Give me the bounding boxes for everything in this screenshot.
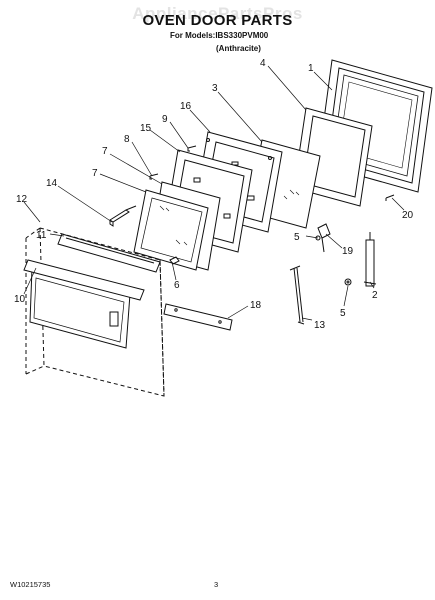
callout-19: 19 xyxy=(342,246,354,257)
part-13-hinge-rod xyxy=(289,265,305,325)
callout-4: 4 xyxy=(260,58,266,69)
callout-12: 12 xyxy=(16,194,28,205)
callout-10: 10 xyxy=(14,294,26,305)
part-9-screw xyxy=(187,145,197,152)
page-title: OVEN DOOR PARTS xyxy=(142,12,293,29)
part-2-hinge xyxy=(363,232,377,287)
callout-7-lower: 7 xyxy=(92,168,98,179)
variant-label: (Anthracite) xyxy=(216,44,261,53)
callout-14: 14 xyxy=(46,178,58,189)
part-10-door-panel xyxy=(23,259,145,349)
document-number: W10215735 xyxy=(10,580,51,589)
watermark: AppliancePartsPros xyxy=(132,4,303,23)
callout-6: 6 xyxy=(174,280,180,291)
callout-15: 15 xyxy=(140,123,152,134)
callout-20: 20 xyxy=(402,210,414,221)
callout-13: 13 xyxy=(314,320,326,331)
callout-1: 1 xyxy=(308,63,314,74)
callout-8: 8 xyxy=(124,134,130,145)
page-number: 3 xyxy=(214,580,219,589)
callout-16: 16 xyxy=(180,101,192,112)
callout-5-lower: 5 xyxy=(340,308,346,319)
part-20-screw xyxy=(385,194,395,201)
callout-2: 2 xyxy=(372,290,378,301)
callout-18: 18 xyxy=(250,300,262,311)
callout-7-upper: 7 xyxy=(102,146,108,157)
callout-11: 11 xyxy=(36,230,47,241)
part-14-bracket xyxy=(109,205,137,227)
models-line: For Models:IBS330PVM00 xyxy=(170,31,269,40)
callout-labels: 1 4 3 16 9 15 8 7 7 14 12 11 10 6 18 13 … xyxy=(14,58,414,331)
part-11-hinge-bar xyxy=(57,233,161,273)
part-7-glass-front xyxy=(133,189,209,271)
callout-9: 9 xyxy=(162,114,168,125)
callout-3: 3 xyxy=(212,83,218,94)
part-18-trim-strip xyxy=(163,303,233,331)
callout-5-upper: 5 xyxy=(294,232,300,243)
part-5-screw-lower xyxy=(344,278,352,286)
part-19-bracket xyxy=(317,223,331,253)
leader-lines xyxy=(23,65,405,321)
